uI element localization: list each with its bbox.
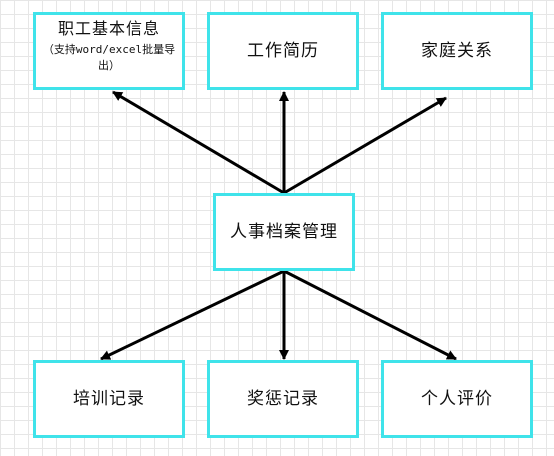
node-label: 培训记录 [73, 389, 145, 409]
arrow-to-training [100, 269, 285, 361]
node-label: 家庭关系 [421, 41, 493, 61]
node-label: 人事档案管理 [230, 222, 338, 242]
node-label: 工作简历 [247, 41, 319, 61]
node-label: 职工基本信息 [57, 19, 160, 38]
node-note: （支持word/excel批量导出） [42, 43, 176, 72]
node-hr-archive-management[interactable]: 人事档案管理 [213, 193, 355, 271]
node-employee-basic-info[interactable]: 职工基本信息 （支持word/excel批量导出） [33, 12, 185, 90]
arrow-to-family [283, 96, 447, 195]
node-training-records[interactable]: 培训记录 [33, 360, 185, 438]
node-personal-evaluation[interactable]: 个人评价 [381, 360, 533, 438]
node-label: 个人评价 [421, 389, 493, 409]
node-family-relations[interactable]: 家庭关系 [381, 12, 533, 90]
node-label: 奖惩记录 [247, 389, 319, 409]
arrow-to-evaluation [283, 269, 457, 361]
node-rewards-records[interactable]: 奖惩记录 [207, 360, 359, 438]
arrow-to-basic-info [112, 90, 285, 195]
node-work-history[interactable]: 工作简历 [207, 12, 359, 90]
